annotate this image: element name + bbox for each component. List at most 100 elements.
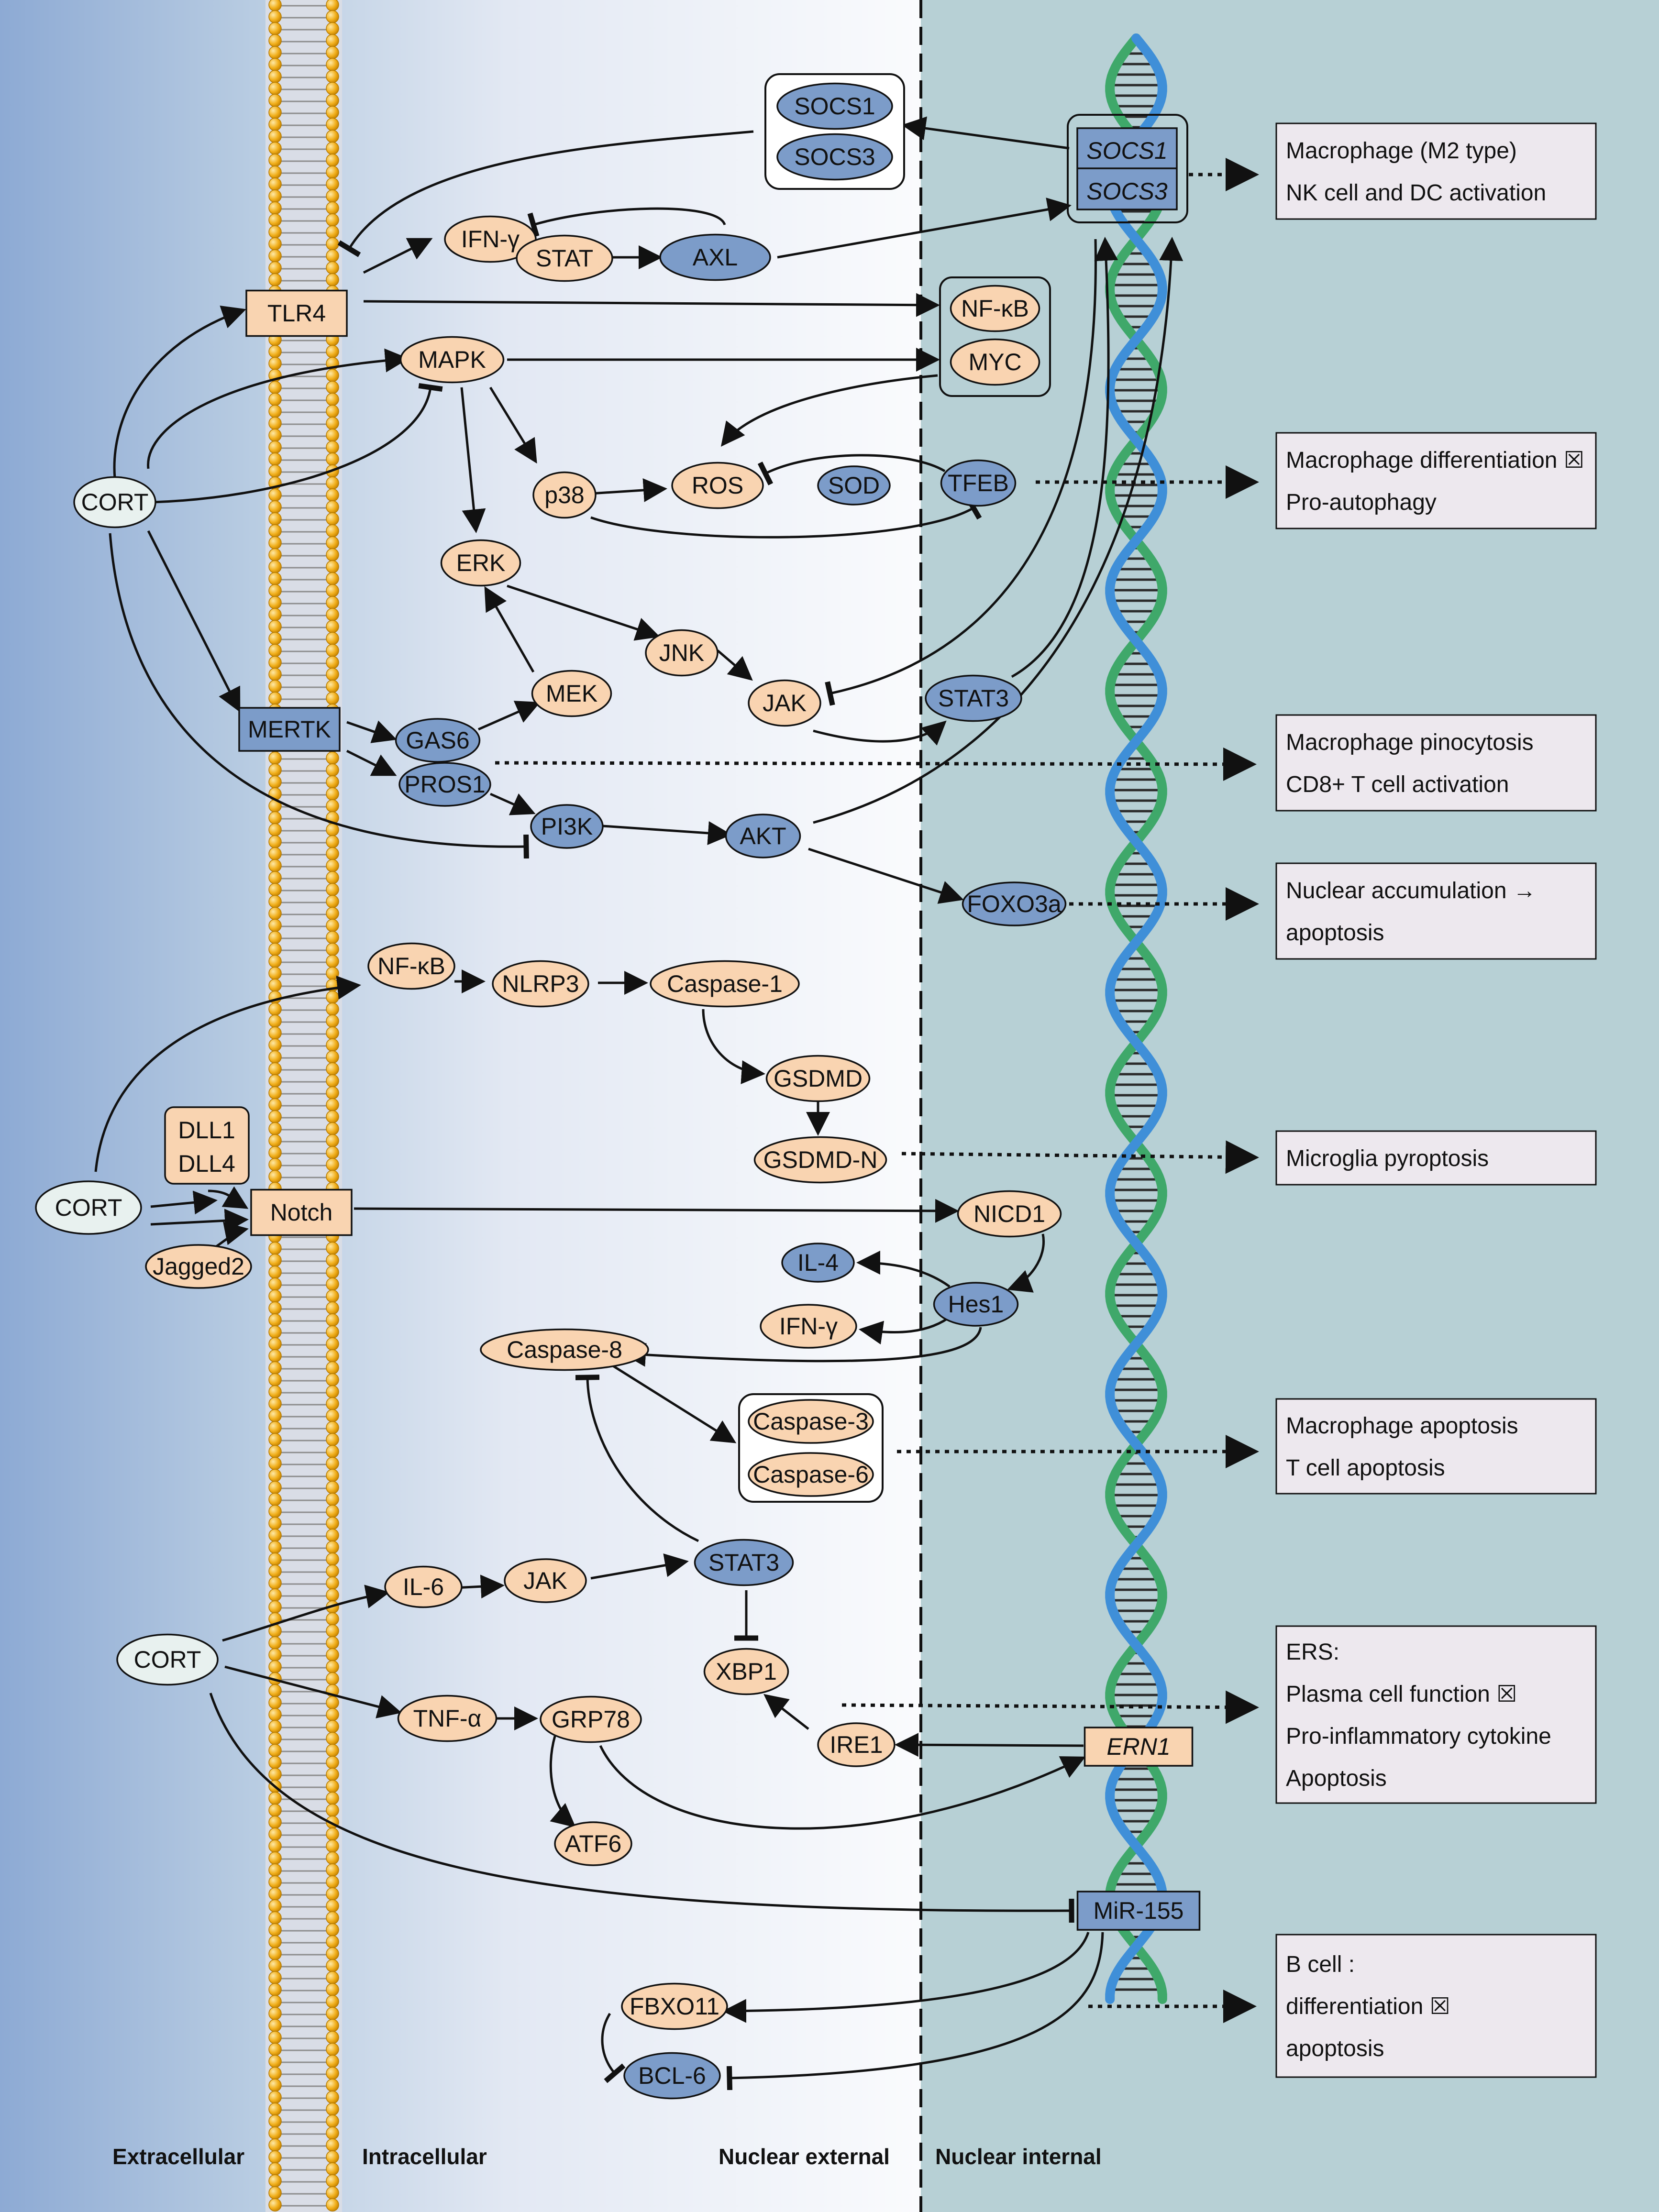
node-label: MAPK [418,346,486,373]
lipid-head [268,1110,282,1123]
lipid-head [268,811,282,825]
node-label: AKT [740,823,786,849]
node-label: FBXO11 [630,1993,719,2020]
lipid-head [268,1947,282,1960]
lipid-head [268,907,282,920]
node-erk: ERK [440,539,521,587]
lipid-head [268,417,282,430]
lipid-head [268,512,282,526]
lipid-head [268,1385,282,1398]
lipid-head [326,1899,339,1913]
edge-cort3-to-il6 [222,1585,390,1642]
edge-cort1-inhibits-pi3k [109,533,529,859]
lipid-head [268,1720,282,1733]
node-gsdmd-n: GSDMD-N [753,1136,887,1184]
lipid-head [326,1875,339,1889]
outcome-line: T cell apoptosis [1286,1455,1445,1481]
node-label: SOD [828,472,880,499]
lipid-head [268,488,282,502]
lipid-head [326,584,339,597]
lipid-head [326,1648,339,1662]
lipid-head [326,381,339,394]
lipid-head [326,620,339,633]
lipid-head [326,1756,339,1769]
lipid-head [326,94,339,107]
lipid-head [326,1242,339,1255]
lipid-head [326,787,339,801]
outcome-box: Macrophage (M2 type)NK cell and DC activ… [1275,122,1597,220]
lipid-head [268,751,282,765]
node-label: ERK [456,550,506,576]
lipid-head [326,919,339,932]
outcome-box: Microglia pyroptosis [1275,1130,1597,1186]
node-caspase6: Caspase-6 [748,1452,874,1497]
node-il6: IL-6 [384,1565,463,1608]
node-sod: SOD [817,465,891,506]
lipid-head [326,1122,339,1135]
lipid-head [326,1732,339,1745]
edge-caspase1-to-gsdmd [702,1009,765,1084]
lipid-head [268,1062,282,1076]
edge-akt-to-socs-gene [813,237,1183,824]
node-label: MEK [546,680,597,707]
lipid-head [268,1541,282,1554]
lipid-head [268,273,282,286]
node-nfkb-nuclear: NF-κB [950,285,1040,332]
node-mek: MEK [531,670,612,717]
edge-jak2-to-stat3 [590,1553,689,1580]
lipid-head [268,979,282,992]
lipid-head [268,1026,282,1040]
dna-double-helix [1105,33,1167,2004]
socs3-gene-label: SOCS3 [1086,178,1168,205]
dna-strand-green [1105,33,1167,2004]
lipid-head [268,1935,282,1948]
node-cort3: CORT [116,1633,219,1686]
lipid-head [326,10,339,23]
lipid-head [268,1158,282,1171]
node-ire1: IRE1 [817,1722,896,1767]
node-label: Caspase-8 [507,1336,622,1363]
node-label: NICD1 [973,1200,1045,1227]
lipid-head [268,1804,282,1817]
lipid-head [326,632,339,645]
lipid-head [326,1110,339,1123]
node-mir155: MiR-155 [1076,1891,1201,1931]
lipid-head [268,1397,282,1410]
lipid-head [268,225,282,239]
lipid-head [326,1457,339,1470]
node-label: p38 [544,482,584,508]
lipid-head [326,1098,339,1112]
node-label: IL-6 [403,1574,444,1600]
lipid-head [268,680,282,693]
node-cort1: CORT [73,476,156,528]
node-ifn-gamma-2: IFN-γ [760,1304,857,1349]
lipid-head [268,620,282,633]
lipid-head [326,2043,339,2056]
lipid-head [326,1672,339,1685]
node-tlr4: TLR4 [245,289,348,337]
cytoplasm-background [0,0,921,2212]
edge-stat3-to-socs-gene [1011,237,1118,678]
lipid-head [326,2102,339,2116]
node-tfeb: TFEB [940,459,1017,507]
lipid-head [326,1086,339,1100]
node-cort2: CORT [35,1180,142,1235]
lipid-head [326,22,339,35]
node-label: Notch [270,1199,333,1226]
edge-notch-to-nicd1 [354,1199,959,1223]
node-gsdmd: GSDMD [765,1055,871,1102]
lipid-head [268,1839,282,1853]
lipid-head [326,1720,339,1733]
lipid-head [268,1325,282,1339]
lipid-head [326,1062,339,1076]
node-jnk: JNK [645,629,719,677]
lipid-head [326,871,339,884]
lipid-head [326,82,339,95]
lipid-head [326,572,339,585]
lipid-head [268,2067,282,2080]
node-caspase1: Caspase-1 [650,960,800,1008]
outcome-line: differentiation ☒ [1286,1994,1450,2019]
lipid-head [268,835,282,848]
lipid-head [326,2019,339,2032]
lipid-head [268,1576,282,1590]
